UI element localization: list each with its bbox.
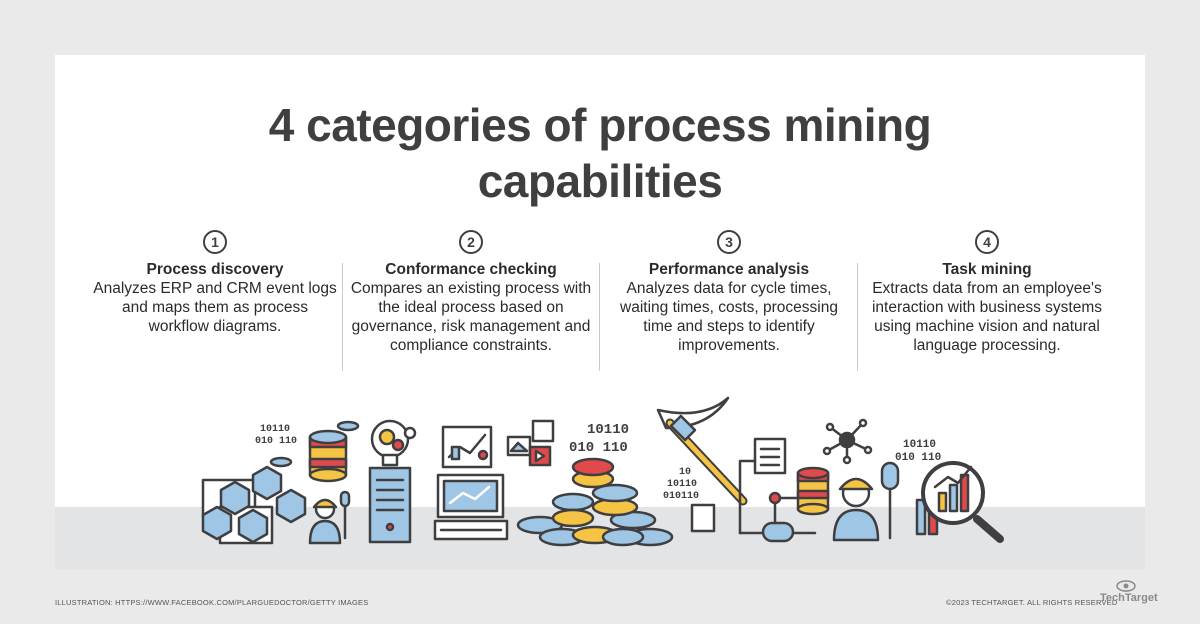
media-files-icon (506, 419, 555, 467)
category-number: 3 (717, 230, 741, 254)
category-heading: Conformance checking (385, 261, 557, 278)
binary-text: 10110 (260, 424, 290, 435)
category-process-discovery: 1 Process discovery Analyzes ERP and CRM… (91, 230, 339, 336)
miner-icon (832, 461, 900, 542)
binary-text: 010 110 (569, 440, 628, 456)
binary-text: 010110 (663, 491, 699, 502)
title-line-1: 4 categories of process mining (268, 99, 932, 151)
miner-icon (308, 490, 351, 545)
analytics-chart-icon (433, 425, 509, 541)
techtarget-logo-icon (1116, 580, 1136, 592)
category-task-mining: 4 Task mining Extracts data from an empl… (863, 230, 1111, 355)
infographic-card: 4 categories of process mining capabilit… (55, 55, 1145, 570)
category-description: Extracts data from an employee's interac… (871, 280, 1102, 354)
divider (857, 263, 858, 371)
network-icon (822, 418, 873, 465)
category-description: Analyzes ERP and CRM event logs and maps… (93, 280, 337, 335)
category-description: Compares an existing process with the id… (350, 280, 592, 354)
pickaxe-icon (656, 396, 748, 506)
computer-tower-icon (368, 419, 417, 544)
database-icon (796, 466, 830, 516)
magnifier-chart-icon (915, 461, 1004, 543)
category-number: 2 (459, 230, 483, 254)
divider (342, 263, 343, 371)
process-mining-illustration: 10110 010 110 (201, 396, 1004, 547)
binary-text: 010 110 (255, 436, 297, 447)
category-heading: Performance analysis (648, 261, 810, 278)
binary-text: 10 (679, 467, 691, 478)
divider (599, 263, 600, 371)
data-coins-icon (516, 457, 674, 547)
category-description: Analyzes data for cycle times, waiting t… (620, 280, 838, 354)
title-line-2: capabilities (477, 155, 723, 207)
binary-text: 10110 (903, 439, 936, 451)
binary-text: 10110 (587, 422, 629, 438)
techtarget-brand: TechTarget (1100, 592, 1158, 604)
illustration-credit: ILLUSTRATION: HTTPS://WWW.FACEBOOK.COM/P… (55, 598, 369, 607)
data-cubes-icon (201, 465, 307, 545)
category-conformance-checking: 2 Conformance checking Compares an exist… (347, 230, 595, 355)
category-performance-analysis: 3 Performance analysis Analyzes data for… (605, 230, 853, 355)
category-number: 4 (975, 230, 999, 254)
page-title: 4 categories of process mining capabilit… (55, 97, 1145, 209)
category-heading: Process discovery (146, 261, 284, 278)
category-number: 1 (203, 230, 227, 254)
copyright-text: ©2023 TECHTARGET. ALL RIGHTS RESERVED (946, 598, 1118, 607)
binary-text: 10110 (667, 479, 697, 490)
category-heading: Task mining (942, 261, 1032, 278)
database-icon (269, 420, 360, 483)
workflow-icon (690, 437, 817, 543)
binary-text: 010 110 (895, 452, 941, 464)
